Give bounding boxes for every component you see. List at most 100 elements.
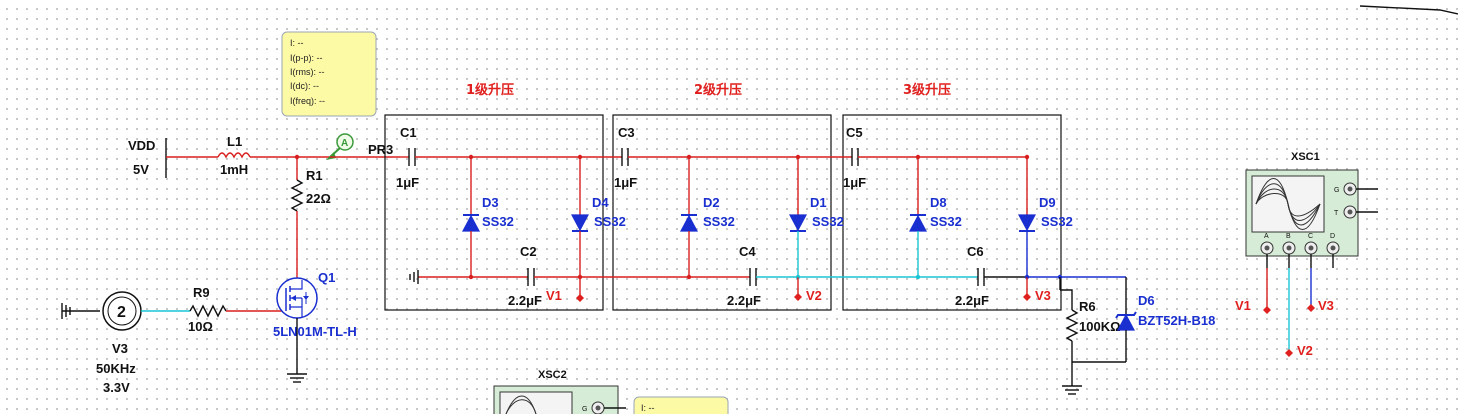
stage-box-3 (842, 114, 1062, 311)
vdd-name: VDD (128, 138, 155, 153)
d9-name: D9 (1039, 195, 1056, 210)
r1-name: R1 (306, 168, 323, 183)
d6-name: D6 (1138, 293, 1155, 308)
source-symbol: 2 (117, 304, 126, 321)
inductor-l1[interactable]: L1 1mH (217, 134, 251, 177)
xsc1-name: XSC1 (1291, 151, 1320, 163)
d2-name: D2 (703, 195, 720, 210)
diode-d9[interactable]: D9 SS32 (1018, 157, 1073, 277)
q1-part: 5LN01M-TL-H (273, 324, 357, 339)
resistor-r9[interactable]: R9 10Ω (188, 285, 227, 334)
ground-left (61, 303, 100, 319)
xsc1-port-d: D (1330, 233, 1335, 240)
diode-d4[interactable]: D4 SS32 (571, 157, 626, 277)
diode-d8[interactable]: D8 SS32 (909, 157, 962, 277)
resistor-r1[interactable]: R1 22Ω (290, 157, 331, 290)
capacitor-c3[interactable]: C3 1μF (614, 125, 637, 190)
xsc1-port-t: T (1334, 210, 1339, 217)
c1-value: 1μF (396, 175, 419, 190)
d1-name: D1 (810, 195, 827, 210)
resistor-r6[interactable]: R6 100KΩ (1065, 299, 1121, 362)
capacitor-c6[interactable]: C6 2.2μF (955, 244, 989, 308)
c2-value: 2.2μF (508, 293, 542, 308)
c4-value: 2.2μF (727, 293, 761, 308)
meter-line-1: I: -- (290, 38, 304, 48)
d4-name: D4 (592, 195, 609, 210)
xsc2-port-g: G (582, 406, 587, 413)
r6-name: R6 (1079, 299, 1096, 314)
voltage-source-v3[interactable]: 2 V3 50KHz 3.3V (96, 291, 142, 395)
c2-name: C2 (520, 244, 537, 259)
r6-value: 100KΩ (1079, 319, 1121, 334)
probe-v1-label: V1 (546, 288, 562, 303)
oscilloscope-xsc2[interactable]: XSC2 G (493, 369, 626, 414)
d4-part: SS32 (594, 214, 626, 229)
d6-part: BZT52H-B18 (1138, 313, 1215, 328)
zener-diode-d6[interactable]: D6 BZT52H-B18 (1115, 277, 1215, 362)
voltage-probe-v2-stage[interactable]: V2 (794, 288, 822, 303)
vdd-value: 5V (133, 162, 149, 177)
xsc1-port-b: B (1286, 233, 1291, 240)
capacitor-c5[interactable]: C5 1μF (843, 125, 866, 190)
d3-name: D3 (482, 195, 499, 210)
d8-part: SS32 (930, 214, 962, 229)
xsc1-port-g: G (1334, 187, 1339, 194)
xsc1-port-a: A (1264, 233, 1269, 240)
vdd-supply[interactable]: VDD 5V (128, 138, 218, 178)
current-meter-readout-2[interactable]: I: -- (633, 396, 729, 414)
probe-symbol: A (341, 138, 348, 149)
stage-title-2: 2级升压 (694, 82, 742, 98)
v3-freq: 50KHz (96, 361, 136, 376)
meter-line-3: I(rms): -- (290, 67, 324, 77)
ground-stage1 (409, 270, 471, 284)
d1-part: SS32 (812, 214, 844, 229)
c4-name: C4 (739, 244, 756, 259)
capacitor-c1[interactable]: C1 1μF (396, 125, 419, 190)
stage-box-2 (612, 114, 832, 311)
current-probe-pr3[interactable]: A PR3 (326, 133, 393, 160)
oscilloscope-xsc1[interactable]: XSC1 G T A B C D (1245, 151, 1378, 268)
meter-line-4: I(dc): -- (290, 81, 319, 91)
stage-box-1 (384, 114, 604, 311)
d9-part: SS32 (1041, 214, 1073, 229)
capacitor-c4[interactable]: C4 2.2μF (727, 244, 761, 308)
d2-part: SS32 (703, 214, 735, 229)
voltage-probe-v3-stage[interactable]: V3 (1023, 288, 1051, 303)
probe-v3-label: V3 (1035, 288, 1051, 303)
capacitor-c2[interactable]: C2 2.2μF (508, 244, 542, 308)
c3-name: C3 (618, 125, 635, 140)
v3-amplitude: 3.3V (103, 380, 130, 395)
current-meter-readout[interactable]: I: -- I(p-p): -- I(rms): -- I(dc): -- I(… (281, 31, 377, 117)
c3-value: 1μF (614, 175, 637, 190)
xsc2-name: XSC2 (538, 369, 567, 381)
d3-part: SS32 (482, 214, 514, 229)
diode-d3[interactable]: D3 SS32 (462, 157, 514, 277)
diode-d2[interactable]: D2 SS32 (680, 157, 735, 277)
meter-line-2: I(p-p): -- (290, 53, 323, 63)
scope-probe-v3-label: V3 (1318, 298, 1334, 313)
scope-probe-v2-label: V2 (1297, 343, 1313, 358)
r9-value: 10Ω (188, 319, 213, 334)
meter2-line-1: I: -- (641, 403, 655, 413)
c5-name: C5 (846, 125, 863, 140)
mosfet-q1[interactable]: Q1 5LN01M-TL-H (273, 270, 357, 339)
r9-name: R9 (193, 285, 210, 300)
voltage-probe-v3-scope[interactable]: V3 (1307, 298, 1334, 313)
diode-d1[interactable]: D1 SS32 (789, 157, 844, 277)
l1-name: L1 (227, 134, 242, 149)
q1-name: Q1 (318, 270, 335, 285)
c1-name: C1 (400, 125, 417, 140)
r1-value: 22Ω (306, 191, 331, 206)
v3-name: V3 (112, 341, 128, 356)
voltage-probe-v2-scope[interactable]: V2 (1285, 343, 1313, 358)
ground-q1 (287, 318, 307, 383)
voltage-probe-v1-stage[interactable]: V1 (546, 288, 584, 303)
scope-probe-v1-label: V1 (1235, 298, 1251, 313)
meter-line-5: I(freq): -- (290, 96, 325, 106)
c6-value: 2.2μF (955, 293, 989, 308)
probe-v2-label: V2 (806, 288, 822, 303)
l1-value: 1mH (220, 162, 248, 177)
voltage-probe-v1-scope[interactable]: V1 (1235, 298, 1271, 314)
c6-name: C6 (967, 244, 984, 259)
